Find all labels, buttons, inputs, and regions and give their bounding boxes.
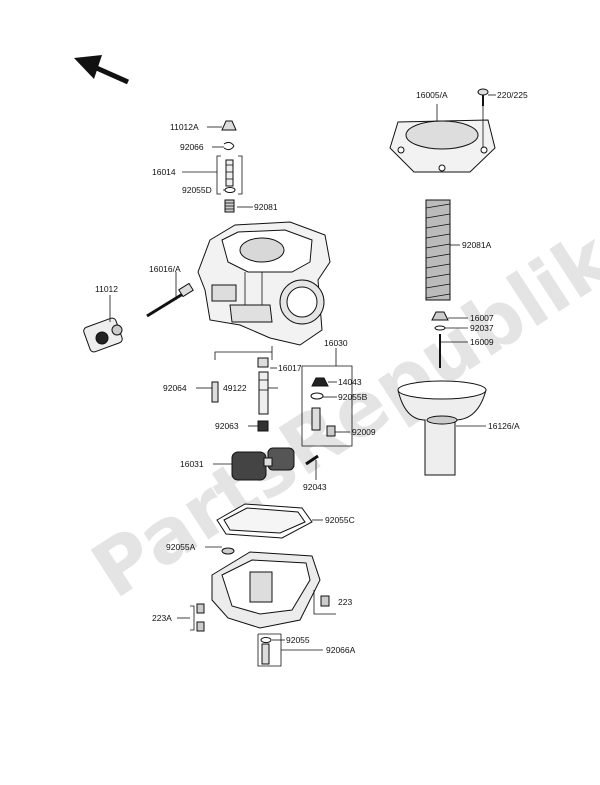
part-92066A-drain-plug (260, 637, 272, 665)
part-16005A-top-cover (389, 119, 496, 173)
label-223: 223 (338, 597, 352, 607)
part-223-screw (320, 595, 330, 607)
part-92081A-spring (425, 199, 451, 301)
part-92055B-oring (310, 392, 324, 400)
part-92063-jet (257, 420, 269, 432)
label-16005A: 16005/A (416, 90, 448, 100)
part-49122-tube (258, 371, 269, 415)
part-92043-pin (305, 454, 319, 466)
part-16126A-piston (397, 380, 487, 476)
label-11012A: 11012A (170, 122, 199, 132)
label-92066: 92066 (180, 142, 204, 152)
label-92055B: 92055B (338, 392, 368, 402)
part-92081-spring (224, 199, 235, 213)
label-92055C: 92055C (325, 515, 355, 525)
label-16014: 16014 (152, 167, 176, 177)
label-92055: 92055 (286, 635, 310, 645)
label-11012: 11012 (95, 284, 118, 294)
label-92055D: 92055D (182, 185, 212, 195)
label-16007: 16007 (470, 313, 494, 323)
label-16009: 16009 (470, 337, 494, 347)
float-bowl (211, 551, 321, 629)
carburetor-body (197, 221, 331, 346)
label-92064: 92064 (163, 383, 187, 393)
part-92055C-gasket (216, 503, 313, 539)
part-16007-seat (431, 311, 449, 321)
label-16126A: 16126/A (488, 421, 520, 431)
label-223A: 223A (152, 613, 172, 623)
part-16017-jet (257, 357, 269, 368)
part-16014-screw (225, 159, 234, 187)
part-92009-screw (326, 425, 336, 437)
label-16017: 16017 (278, 363, 302, 373)
label-92066A: 92066A (326, 645, 356, 655)
label-92037: 92037 (470, 323, 494, 333)
label-92043: 92043 (303, 482, 327, 492)
part-16031-float (231, 447, 295, 481)
part-11012A-cap (221, 120, 237, 131)
label-14043: 14043 (338, 377, 362, 387)
part-92066-clip (223, 141, 235, 151)
label-49122: 49122 (223, 383, 247, 393)
label-16016A: 16016/A (149, 264, 181, 274)
part-92055D-oring (224, 187, 236, 193)
part-92064-screw (211, 381, 219, 403)
label-92055A: 92055A (166, 542, 196, 552)
label-92081: 92081 (254, 202, 278, 212)
label-92009: 92009 (352, 427, 376, 437)
label-92063: 92063 (215, 421, 239, 431)
part-223A-screws (196, 603, 205, 632)
part-92037-clip (434, 325, 446, 331)
part-11012-cap (83, 317, 123, 353)
label-16031: 16031 (180, 459, 204, 469)
part-92055A-washer (221, 547, 235, 555)
part-jet-valve (311, 407, 321, 431)
label-16030: 16030 (324, 338, 348, 348)
front-direction-arrow-icon (74, 55, 130, 85)
part-16016A-plunger (146, 282, 194, 318)
label-220-225: 220/225 (497, 90, 528, 100)
label-92081A: 92081A (462, 240, 492, 250)
part-220-225-screw (477, 88, 489, 106)
part-14043-cap (311, 377, 329, 387)
